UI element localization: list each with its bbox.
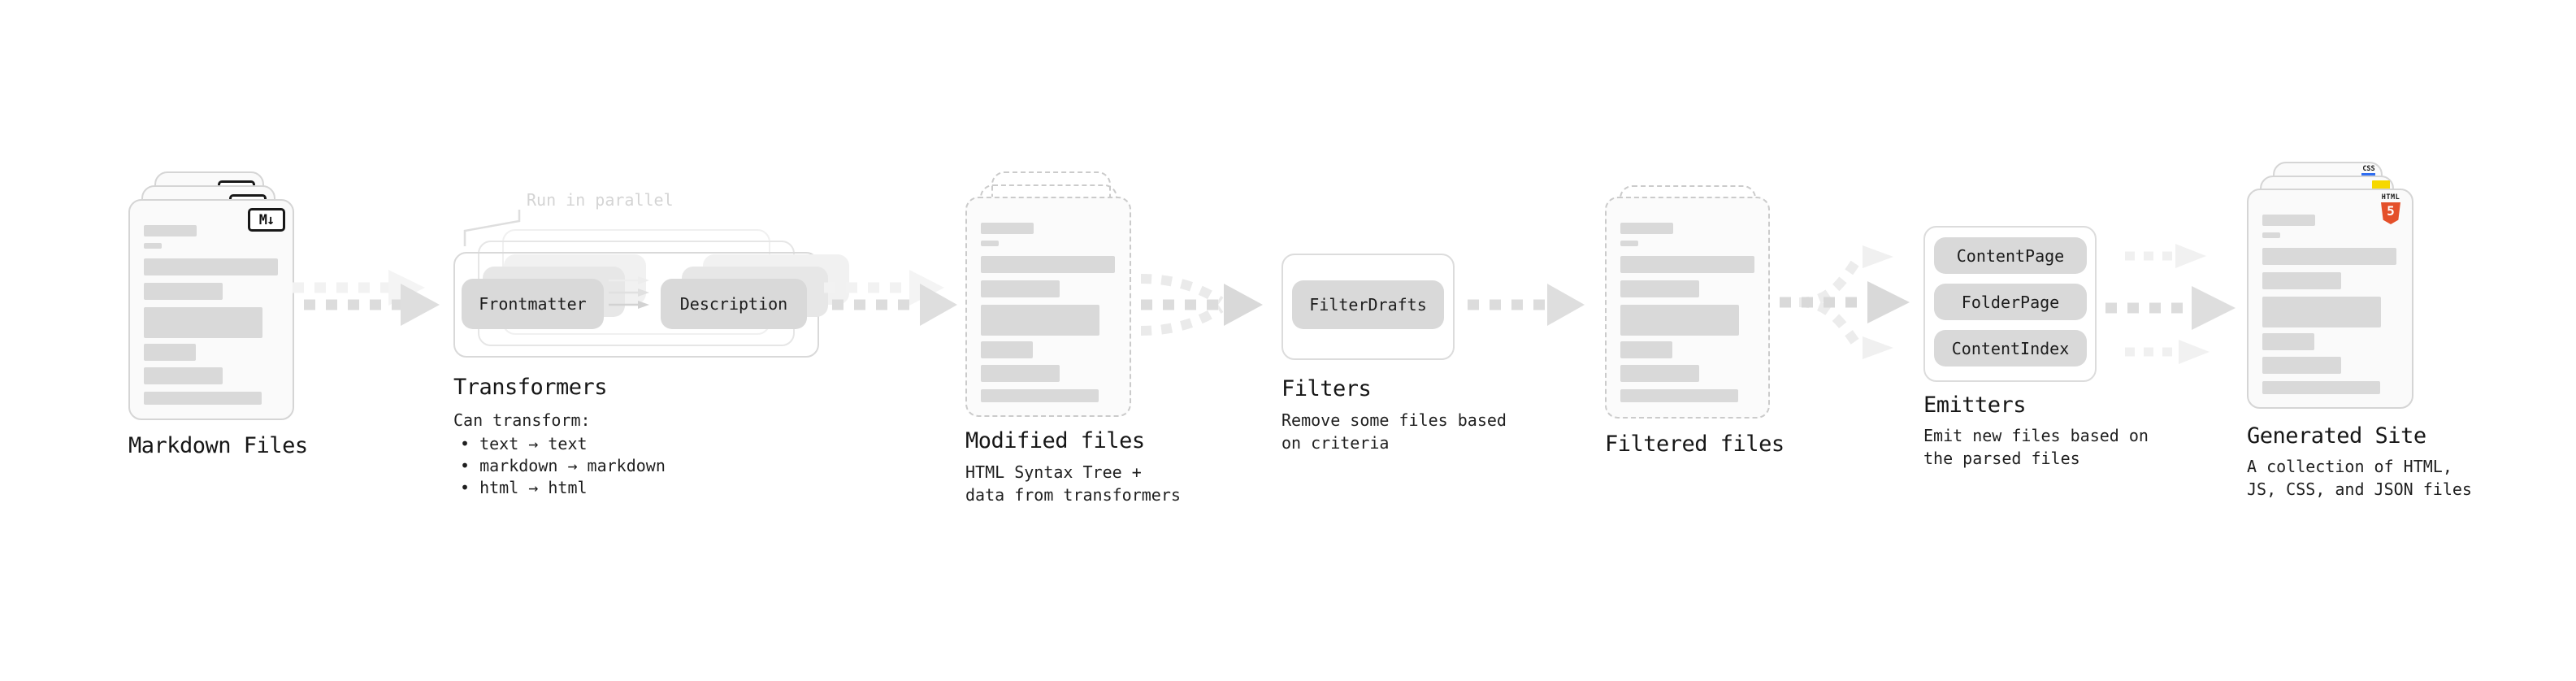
emitters-desc-line2: the parsed files (1923, 449, 2080, 468)
markdown-icon: M↓ (248, 208, 285, 232)
run-in-parallel-annotation: Run in parallel (527, 190, 674, 210)
text-line-placeholder (981, 241, 999, 246)
transformers-desc-intro: Can transform: (453, 410, 591, 430)
filtered-files-label: Filtered files (1605, 432, 1785, 457)
filters-heading: Filters (1281, 376, 1372, 401)
parallel-arrows-icon (609, 276, 649, 309)
file-content-placeholder (2262, 190, 2398, 394)
text-line-placeholder (1620, 241, 1638, 246)
text-line-placeholder (144, 225, 197, 236)
modified-file-front (965, 197, 1131, 417)
text-line-placeholder (144, 258, 278, 275)
text-line-placeholder (144, 367, 223, 384)
text-line-placeholder (981, 256, 1115, 273)
generated-site-desc-line2: JS, CSS, and JSON files (2247, 479, 2472, 499)
emitters-desc-line1: Emit new files based on (1923, 426, 2149, 445)
transformers-heading: Transformers (453, 375, 608, 400)
text-line-placeholder (1620, 256, 1754, 273)
generated-site-desc-line1: A collection of HTML, (2247, 457, 2452, 476)
html5-icon-five: 5 (2387, 203, 2395, 219)
filters-desc-line2: on criteria (1281, 433, 1390, 453)
contentindex-pill: ContentIndex (1934, 330, 2087, 367)
text-line-placeholder (144, 344, 196, 361)
text-line-placeholder (1620, 341, 1672, 358)
text-line-placeholder (1620, 389, 1738, 402)
text-line-placeholder (2262, 272, 2341, 289)
arrow-filtered-to-emitters (1780, 245, 1910, 359)
annotation-callout-line (463, 210, 521, 246)
css-icon-underline (2361, 173, 2375, 176)
file-content-placeholder (981, 198, 1116, 402)
filterdrafts-pill: FilterDrafts (1292, 280, 1444, 329)
generated-site-label: Generated Site (2247, 423, 2426, 449)
text-line-placeholder (144, 243, 162, 249)
arrow-transformers-to-modified (824, 270, 957, 326)
text-line-placeholder (2262, 333, 2314, 350)
text-line-placeholder (2262, 381, 2380, 394)
markdown-file-front: M↓ (128, 199, 294, 420)
text-line-placeholder (981, 223, 1034, 234)
html5-icon-word: HTML (2381, 193, 2400, 202)
modified-files-label: Modified files (965, 428, 1145, 453)
filtered-file-front (1605, 197, 1770, 419)
text-line-placeholder (2262, 232, 2280, 238)
text-line-placeholder (1620, 305, 1739, 336)
text-line-placeholder (144, 283, 223, 300)
list-item: markdown → markdown (460, 455, 666, 477)
contentpage-pill: ContentPage (1934, 237, 2087, 274)
html5-icon: HTML 5 (2380, 194, 2401, 224)
text-line-placeholder (981, 389, 1099, 402)
folderpage-pill: FolderPage (1934, 284, 2087, 320)
markdown-files-label: Markdown Files (128, 433, 308, 458)
text-line-placeholder (981, 365, 1060, 382)
text-line-placeholder (2262, 215, 2315, 226)
text-line-placeholder (981, 341, 1033, 358)
arrow-filters-to-filtered (1468, 284, 1585, 326)
arrow-modified-to-filters (1140, 274, 1263, 336)
text-line-placeholder (981, 305, 1099, 336)
text-line-placeholder (981, 280, 1060, 297)
text-line-placeholder (144, 307, 262, 338)
text-line-placeholder (144, 392, 262, 405)
emitters-heading: Emitters (1923, 393, 2027, 418)
js-icon (2372, 180, 2390, 191)
text-line-placeholder (2262, 357, 2341, 374)
arrows-emitters-to-site (2105, 244, 2236, 364)
file-content-placeholder (144, 201, 279, 405)
list-item: html → html (460, 477, 666, 499)
text-line-placeholder (2262, 297, 2381, 327)
text-line-placeholder (1620, 280, 1699, 297)
description-pill: Description (661, 279, 807, 329)
text-line-placeholder (1620, 223, 1673, 234)
list-item: text → text (460, 433, 666, 455)
filters-desc-line1: Remove some files based (1281, 410, 1507, 430)
text-line-placeholder (2262, 248, 2396, 265)
site-file-front: HTML 5 (2247, 189, 2413, 409)
css-icon-label: CSS (2362, 165, 2375, 173)
text-line-placeholder (1620, 365, 1699, 382)
css-icon: CSS (2361, 166, 2376, 176)
file-content-placeholder (1620, 198, 1754, 402)
frontmatter-pill: Frontmatter (462, 279, 604, 329)
arrow-markdown-to-transformers (293, 270, 440, 326)
modified-files-desc-line2: data from transformers (965, 485, 1181, 505)
transformers-capabilities-list: text → text markdown → markdown html → h… (460, 433, 666, 499)
modified-files-desc-line1: HTML Syntax Tree + (965, 462, 1142, 482)
